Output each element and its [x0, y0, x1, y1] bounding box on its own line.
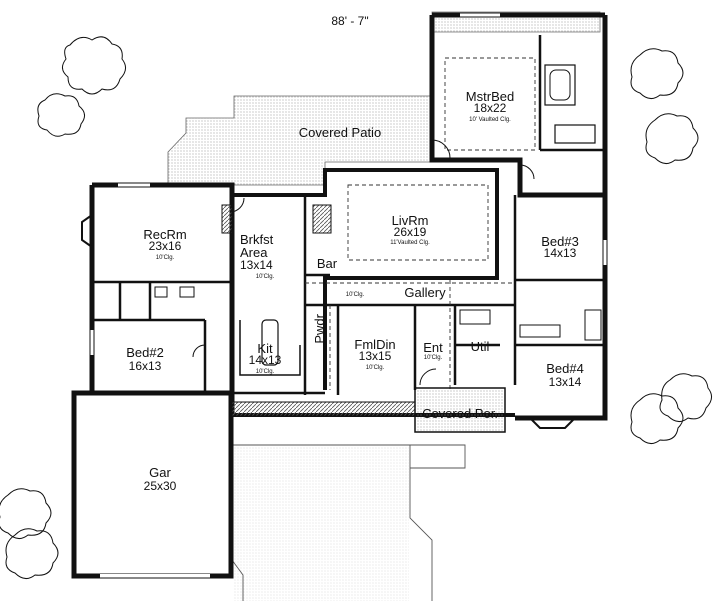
gar-size: 25x30 [143, 479, 177, 493]
livrm-name: LivRm [391, 213, 429, 228]
util-label: Util [470, 339, 490, 354]
livrm-vault-outline [347, 184, 489, 261]
door-swings [192, 139, 535, 386]
mstrbed-vault-outline [444, 57, 536, 151]
bed3-size: 14x13 [543, 246, 577, 260]
ent-name: Ent [423, 340, 443, 355]
livrm-size: 26x19 [393, 225, 427, 239]
fmldin-name: FmlDin [354, 337, 396, 352]
planter-front [231, 401, 416, 417]
covered-patio-label: Covered Patio [298, 125, 382, 140]
kit-name: Kit [257, 341, 273, 356]
fireplace-livrm [312, 204, 332, 234]
kit-size: 14x13 [248, 353, 282, 367]
recrm-size: 23x16 [148, 239, 182, 253]
bed4-size: 13x14 [548, 375, 582, 389]
covered-porch-label: Covered Por. [422, 406, 498, 421]
bed3-name: Bed#3 [541, 234, 579, 249]
driveway-fill [233, 446, 409, 601]
fmldin-ceiling: 10'Clg. [365, 365, 385, 371]
brkfst-name-2: Area [240, 245, 268, 260]
mstrbed-name: MstrBed [465, 89, 515, 104]
bed2-name: Bed#2 [126, 345, 164, 360]
gallery-label: Gallery [404, 285, 446, 300]
east-wing-walls [429, 12, 608, 421]
bed4-name: Bed#4 [546, 361, 584, 376]
brkfst-ceiling: 10'Clg. [255, 274, 275, 280]
bar-label: Bar [316, 256, 338, 271]
kit-ceiling: 10'Clg. [255, 369, 275, 375]
interior-partitions [92, 35, 605, 395]
landscape-trees [0, 36, 712, 579]
brkfst-size: 13x14 [240, 258, 273, 272]
mstrbed-ceiling: 10' Vaulted Clg. [469, 117, 511, 123]
recrm-name: RecRm [143, 227, 187, 242]
windows [89, 12, 608, 355]
brkfst-name-1: Brkfst [240, 232, 274, 247]
recrm-ceiling: 10'Clg. [155, 255, 175, 261]
covered-porch [414, 387, 506, 433]
gallery-ceiling: 10'Clg. [345, 292, 365, 298]
gar-name: Gar [149, 465, 171, 480]
livrm-ceiling: 11'Vaulted Clg. [390, 240, 430, 246]
pwdr-label: Pwdr [312, 314, 328, 344]
kitchen-island [261, 319, 279, 366]
fireplace-recrm [221, 204, 233, 234]
ent-ceiling: 10'Clg. [423, 355, 443, 361]
fmldin-size: 13x15 [358, 349, 392, 363]
bed2-size: 16x13 [128, 359, 162, 373]
overall-width-dimension: 88' - 7" [331, 14, 369, 28]
west-wing-walls [89, 182, 235, 415]
mstrbed-size: 18x22 [473, 101, 507, 115]
bay-window [529, 417, 576, 429]
